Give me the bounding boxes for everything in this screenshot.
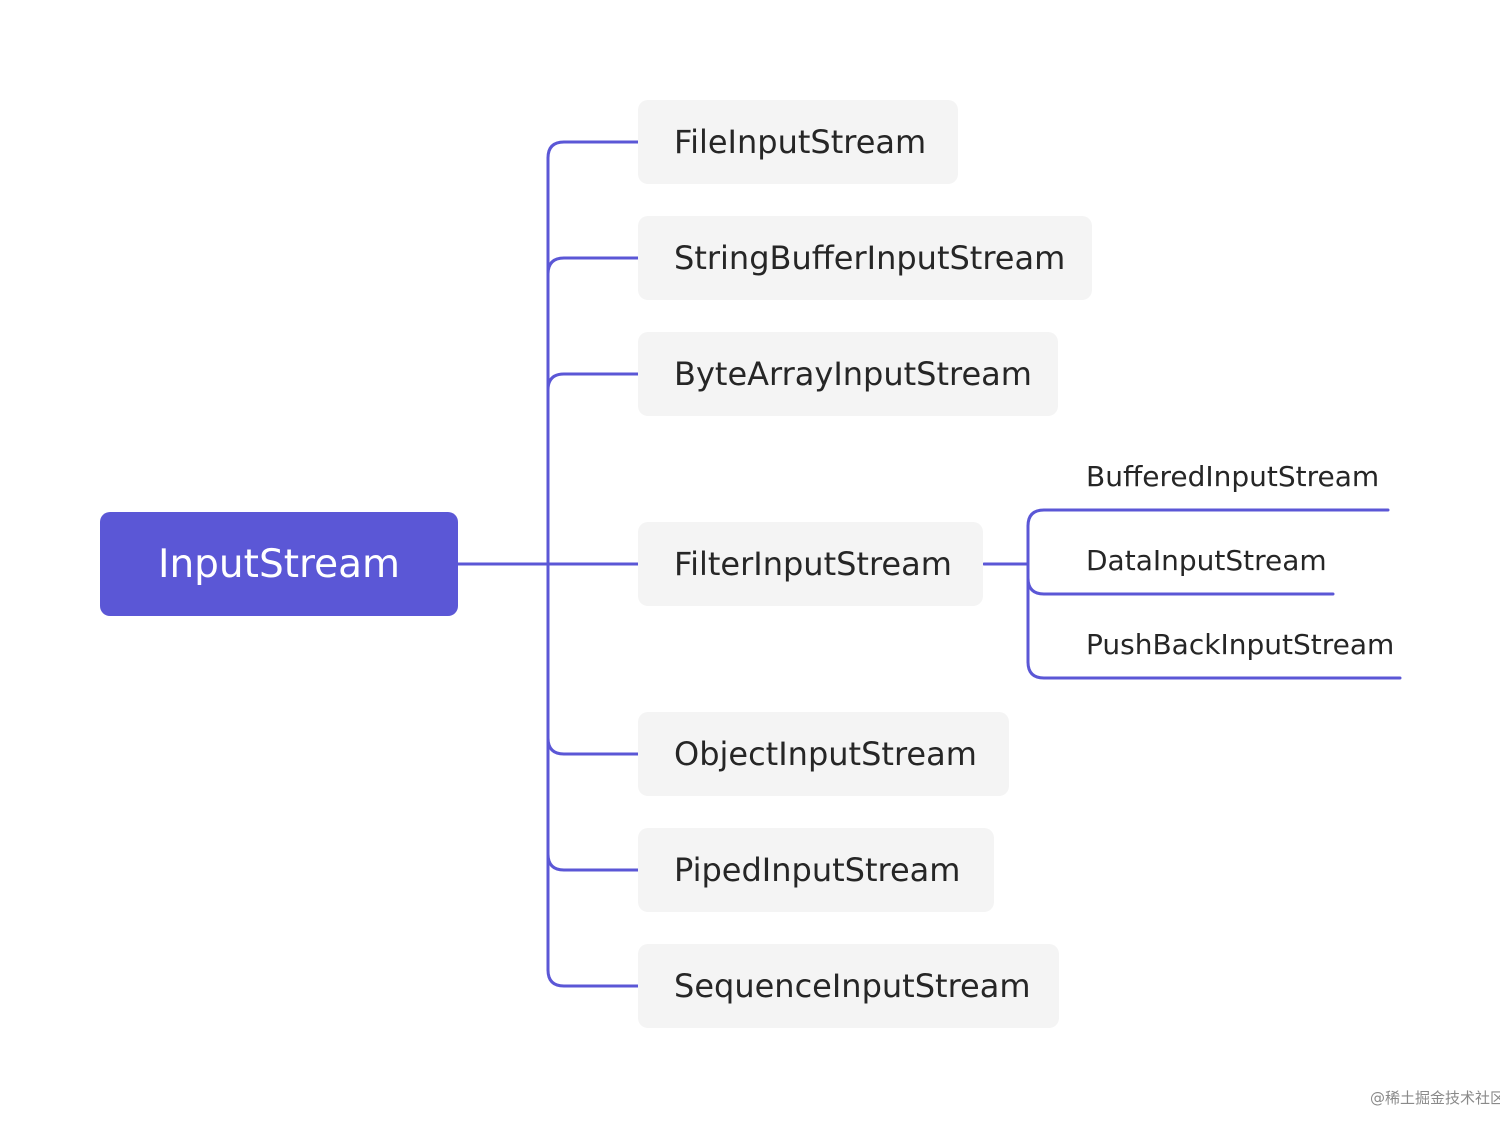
leaf-node-label: PushBackInputStream <box>1086 627 1395 661</box>
leaf-node: DataInputStream <box>1086 538 1327 582</box>
sub-branch-connector <box>1026 508 1390 528</box>
leaf-node-label: BufferedInputStream <box>1086 459 1380 493</box>
child-node-label: PipedInputStream <box>674 851 961 889</box>
child-node-label: FileInputStream <box>674 123 927 161</box>
child-node-label: StringBufferInputStream <box>674 239 1066 277</box>
watermark: @稀土掘金技术社区 <box>1370 1089 1500 1107</box>
child-node: FileInputStream <box>638 100 958 184</box>
branch-connector <box>546 852 640 872</box>
sub-branch-connector <box>1026 576 1335 596</box>
child-node-label: FilterInputStream <box>674 545 952 583</box>
child-node: FilterInputStream <box>638 522 983 606</box>
child-node-label: ObjectInputStream <box>674 735 977 773</box>
leaf-node: PushBackInputStream <box>1086 622 1394 666</box>
child-node: StringBufferInputStream <box>638 216 1092 300</box>
child-node-label: SequenceInputStream <box>674 967 1031 1005</box>
branch-connector <box>546 372 640 392</box>
child-node: ByteArrayInputStream <box>638 332 1058 416</box>
leaf-node-label: DataInputStream <box>1086 543 1327 577</box>
child-node: SequenceInputStream <box>638 944 1059 1028</box>
sub-branch-connector <box>1026 660 1402 680</box>
child-node: PipedInputStream <box>638 828 994 912</box>
child-node-label: ByteArrayInputStream <box>674 355 1032 393</box>
branch-connector <box>546 968 640 988</box>
root-node: InputStream <box>100 512 458 616</box>
branch-connector <box>546 736 640 756</box>
child-node: ObjectInputStream <box>638 712 1009 796</box>
branch-connector <box>546 256 640 276</box>
root-node-label: InputStream <box>157 541 401 587</box>
branch-connector <box>546 140 640 160</box>
leaf-node: BufferedInputStream <box>1086 454 1379 498</box>
